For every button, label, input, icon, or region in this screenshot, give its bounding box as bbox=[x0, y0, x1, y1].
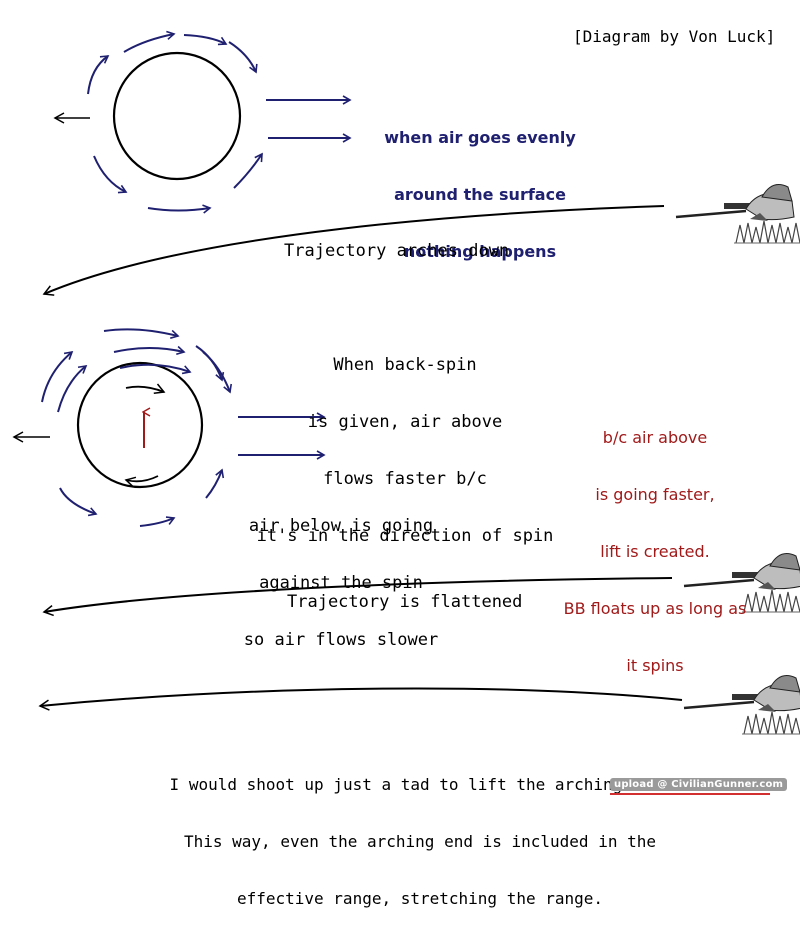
note-line: so air flows slower bbox=[243, 630, 439, 650]
projectile-circle-spin bbox=[76, 361, 204, 489]
slow-air-note: air below is going against the spin so a… bbox=[228, 479, 454, 669]
wake-arrows bbox=[266, 95, 352, 143]
wake-arrows-spin bbox=[238, 412, 326, 460]
note-line: is going faster, bbox=[595, 485, 715, 504]
note-line: it's in the direction of spin bbox=[256, 526, 554, 546]
note-line: against the spin bbox=[259, 573, 423, 593]
note-line: This way, even the arching end is includ… bbox=[183, 832, 656, 851]
airflow-fast-arrows bbox=[41, 328, 233, 413]
note-line: it spins bbox=[626, 656, 684, 675]
trajectory-label-arched: Trajectory arches down bbox=[284, 241, 510, 261]
spin-arrows bbox=[124, 383, 166, 488]
note-line: lift is created. bbox=[600, 542, 710, 561]
note-line: when air goes evenly bbox=[384, 128, 576, 147]
note-line: flows faster b/c bbox=[323, 469, 487, 489]
diagram-credit: [Diagram by Von Luck] bbox=[573, 27, 776, 46]
note-line: I would shoot up just a tad to lift the … bbox=[169, 775, 671, 794]
backspin-note: When back-spin is given, air above flows… bbox=[240, 318, 570, 565]
trajectory-arched bbox=[42, 205, 665, 296]
upload-watermark: upload @ CivilianGunner.com bbox=[610, 778, 788, 791]
projectile-circle bbox=[112, 51, 242, 181]
shooter-icon bbox=[674, 183, 800, 245]
trajectory-label-flattened: Trajectory is flattened bbox=[287, 592, 523, 612]
trajectory-raised bbox=[38, 687, 683, 711]
note-line: effective range, stretching the range. bbox=[236, 889, 604, 908]
even-airflow-note: when air goes evenly around the surface … bbox=[360, 90, 600, 280]
diagram-canvas bbox=[12, 30, 800, 736]
trajectory-flattened bbox=[42, 577, 673, 617]
note-line: is given, air above bbox=[307, 412, 503, 432]
airflow-arrows bbox=[87, 30, 263, 214]
watermark-underline bbox=[610, 793, 770, 795]
airflow-slow-arrows bbox=[59, 468, 225, 527]
note-line: b/c air above bbox=[602, 428, 708, 447]
note-line: When back-spin bbox=[333, 355, 477, 375]
note-line: air below is going bbox=[248, 516, 434, 536]
advice-note: I would shoot up just a tad to lift the … bbox=[150, 737, 690, 927]
lift-note: b/c air above is going faster, lift is c… bbox=[520, 390, 790, 694]
note-line: around the surface bbox=[394, 185, 566, 204]
note-line: BB floats up as long as bbox=[563, 599, 747, 618]
note-line: nothing happens bbox=[403, 242, 557, 261]
